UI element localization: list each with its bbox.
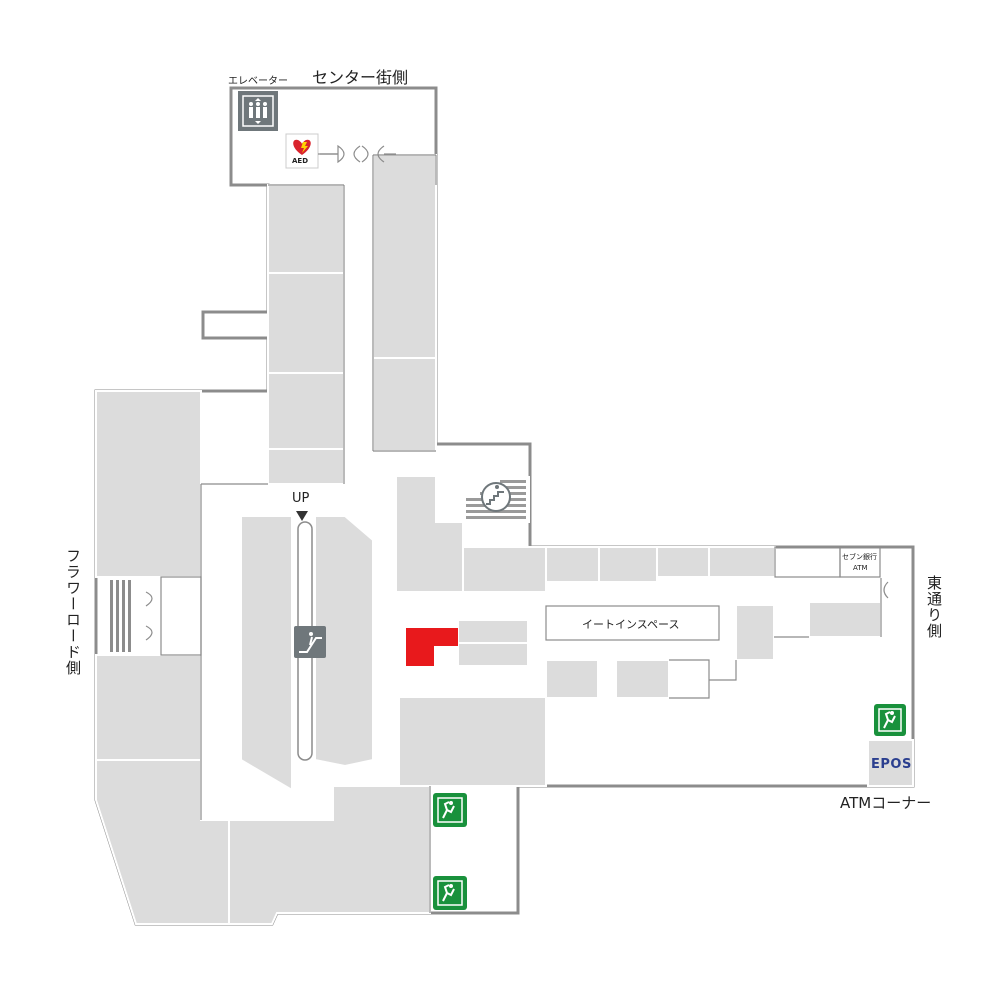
center-street-label: センター街側 xyxy=(312,68,409,87)
shop-block xyxy=(656,546,710,578)
shop-block xyxy=(462,546,547,593)
entrance-stripes xyxy=(110,580,131,652)
shop-block xyxy=(598,546,658,583)
east-street-label: 東通り側 xyxy=(925,575,943,639)
shop-block xyxy=(735,604,775,661)
shop-block xyxy=(615,659,670,699)
shop-block xyxy=(545,659,599,699)
elevator-label: エレベーター xyxy=(228,76,288,87)
escalator-icon xyxy=(294,626,326,658)
seven-bank-label: セブン銀行 xyxy=(842,553,877,561)
up-arrow-icon xyxy=(296,511,308,521)
shop-block xyxy=(314,515,374,768)
flower-road-label: フラワーロード側 xyxy=(64,548,82,676)
shop-block xyxy=(267,372,345,450)
escalator-up-label: UP xyxy=(292,491,310,506)
shop-block xyxy=(372,154,437,359)
aed-label: AED xyxy=(292,157,309,165)
emergency-exit-icon xyxy=(874,704,906,736)
shop-block xyxy=(545,546,600,583)
partition-lines xyxy=(160,154,882,913)
shop-block xyxy=(808,601,882,638)
shop-block xyxy=(267,448,345,485)
atm-corner-label: ATMコーナー xyxy=(840,794,932,812)
door-icon xyxy=(145,581,889,641)
shop-block xyxy=(372,357,437,452)
seven-bank-atm-label: ATM xyxy=(853,564,868,572)
shop-block xyxy=(457,619,529,644)
eat-in-space-area xyxy=(545,605,720,641)
shop-block xyxy=(867,739,914,787)
shop-block xyxy=(457,642,529,667)
eat-in-space-label: イートインスペース xyxy=(582,618,680,631)
shop-block xyxy=(267,184,345,274)
epos-logo: EPOS xyxy=(871,757,912,772)
shop-block xyxy=(708,546,776,578)
shop-block xyxy=(398,696,547,787)
emergency-exit-icon xyxy=(433,793,467,827)
elevator-icon xyxy=(238,91,278,131)
emergency-exit-icon xyxy=(433,876,467,910)
shop-block xyxy=(267,272,345,374)
shop-block xyxy=(95,654,202,761)
shop-block xyxy=(95,390,202,578)
aed-icon xyxy=(285,133,338,169)
stairs-icon xyxy=(463,476,530,523)
shop-block xyxy=(240,515,293,792)
current-location-marker xyxy=(406,628,458,666)
